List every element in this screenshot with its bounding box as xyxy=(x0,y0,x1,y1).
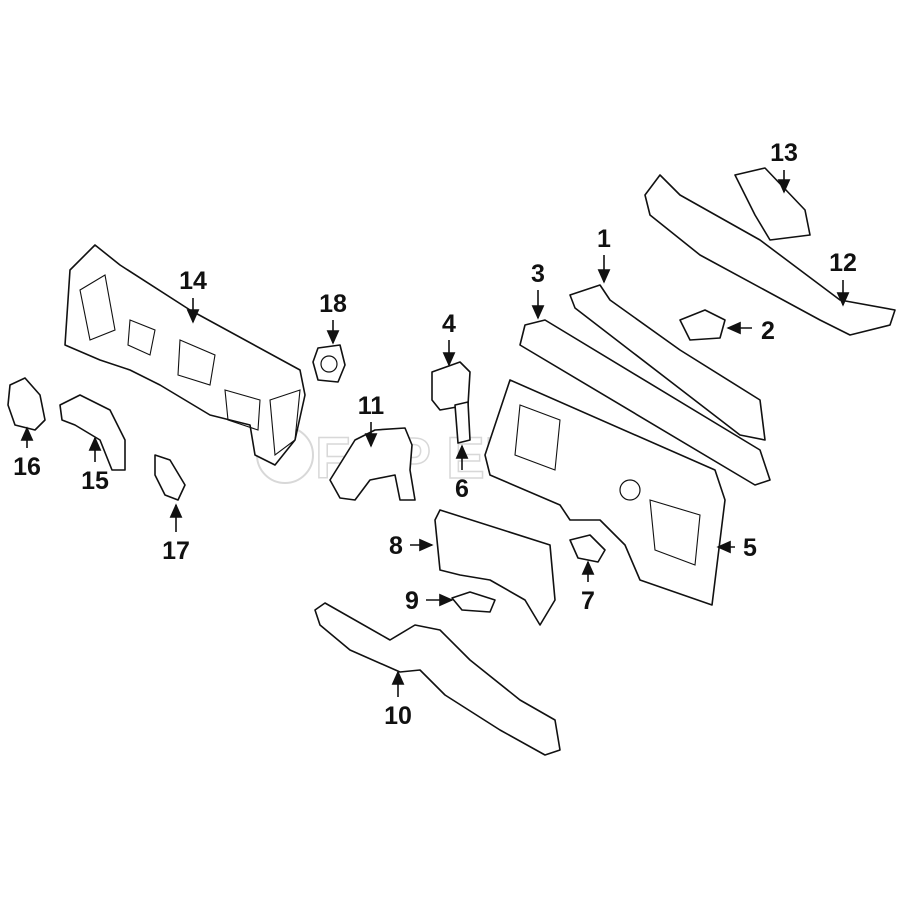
callout-12: 12 xyxy=(829,249,857,277)
part-9 xyxy=(451,591,496,613)
callout-13: 13 xyxy=(770,139,798,167)
part-6 xyxy=(454,401,471,444)
callout-14: 14 xyxy=(179,267,207,295)
callout-labels: 1 2 3 4 5 6 7 8 9 10 11 12 13 14 15 16 1… xyxy=(13,139,857,730)
callout-15: 15 xyxy=(81,467,109,495)
callout-7: 7 xyxy=(581,587,595,615)
part-2 xyxy=(679,309,726,341)
part-17 xyxy=(154,454,186,501)
part-8 xyxy=(434,509,556,626)
part-7 xyxy=(569,534,606,563)
callout-6: 6 xyxy=(455,475,469,503)
callout-10: 10 xyxy=(384,702,412,730)
callout-2: 2 xyxy=(761,317,775,345)
callout-18: 18 xyxy=(319,290,347,318)
part-16 xyxy=(7,377,46,431)
callout-4: 4 xyxy=(442,310,456,338)
part-10 xyxy=(314,602,561,756)
callout-9: 9 xyxy=(405,587,419,615)
part-11 xyxy=(329,427,416,501)
part-14-dash-panel xyxy=(64,244,306,466)
callout-3: 3 xyxy=(531,260,545,288)
callout-arrows xyxy=(20,170,850,697)
callout-17: 17 xyxy=(162,537,190,565)
part-3 xyxy=(519,319,771,486)
callout-16: 16 xyxy=(13,453,41,481)
part-1 xyxy=(569,284,766,441)
callout-5: 5 xyxy=(743,534,757,562)
callout-11: 11 xyxy=(358,392,385,420)
callout-1: 1 xyxy=(597,225,611,253)
part-5-firewall xyxy=(484,379,726,606)
callout-8: 8 xyxy=(389,532,403,560)
part-12 xyxy=(644,174,896,336)
part-13 xyxy=(734,167,811,241)
part-15 xyxy=(59,394,126,471)
